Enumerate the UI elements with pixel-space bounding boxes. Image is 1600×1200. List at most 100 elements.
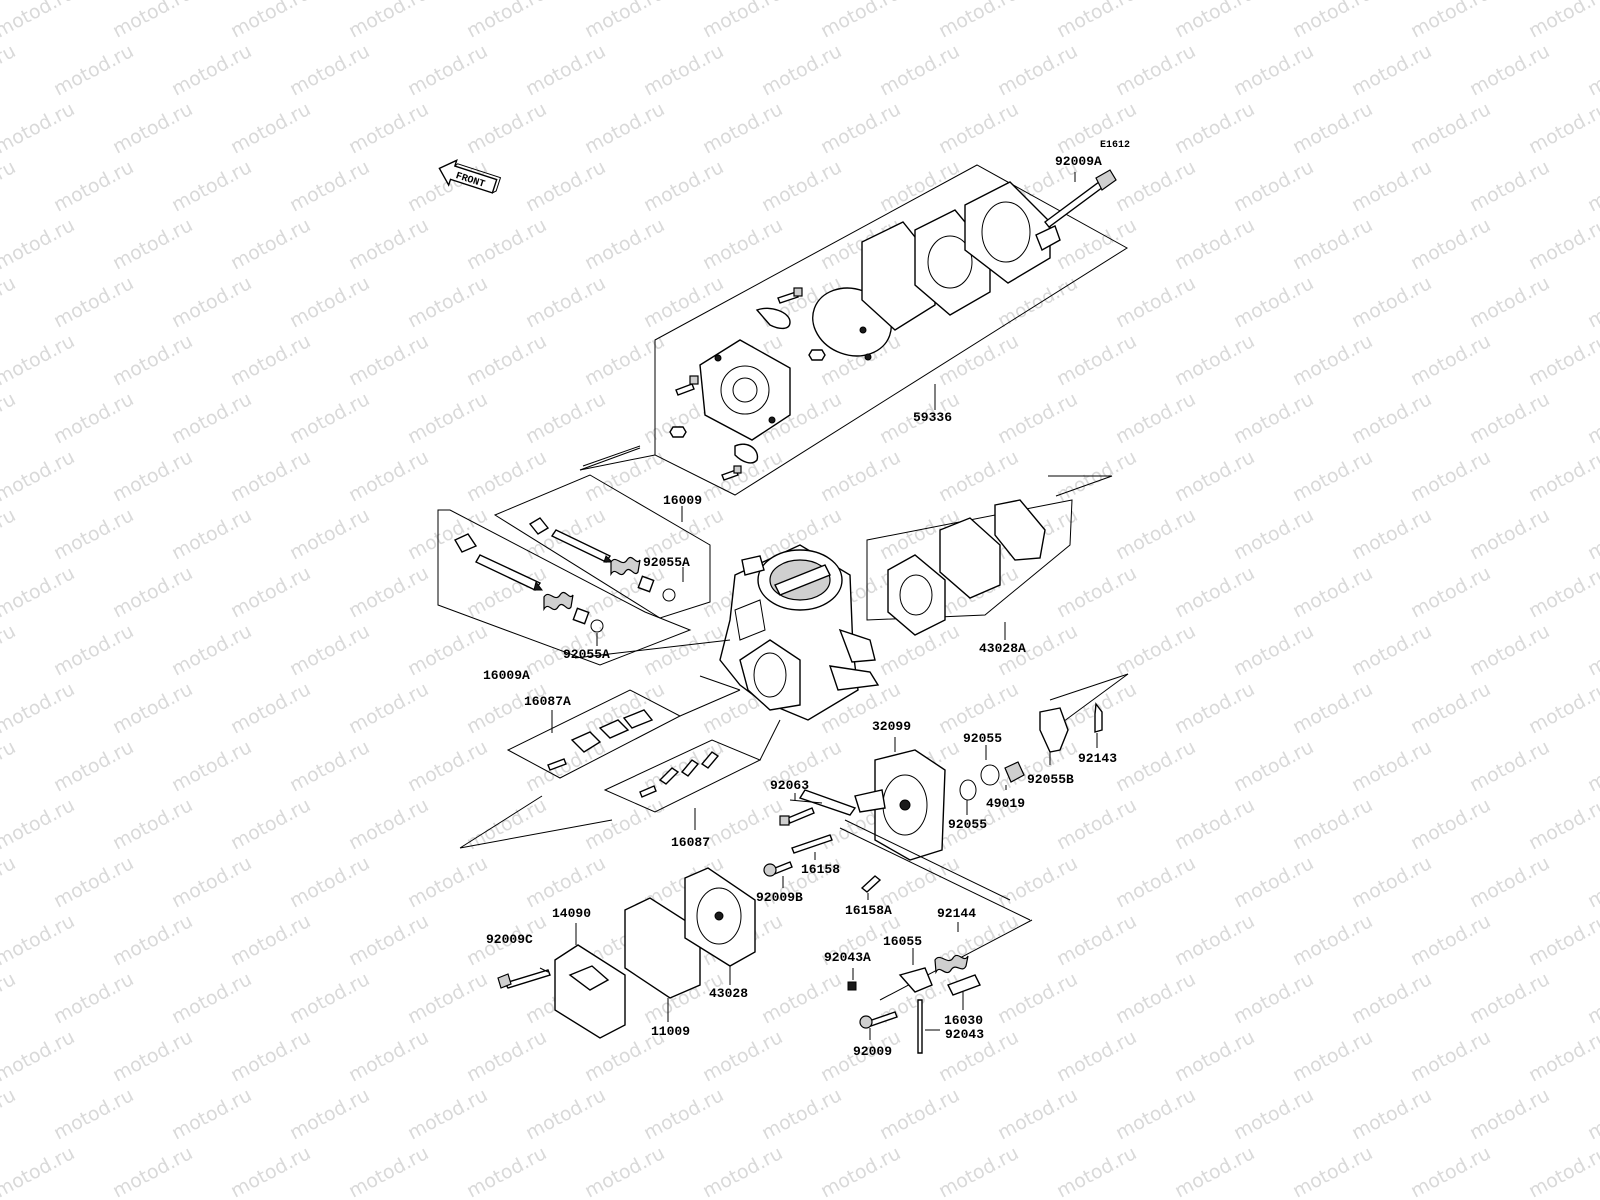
watermark-text: motod.ru (1525, 562, 1600, 622)
clip-92143 (1094, 702, 1103, 733)
watermark-text: motod.ru (1407, 910, 1494, 970)
watermark-text: motod.ru (1112, 852, 1199, 912)
watermark-text: motod.ru (1407, 1142, 1494, 1200)
watermark-text: motod.ru (404, 388, 491, 448)
watermark-text: motod.ru (935, 0, 1022, 42)
watermark-text: motod.ru (817, 1142, 904, 1200)
plate-16087A-3 (622, 709, 654, 729)
watermark-text: motod.ru (640, 156, 727, 216)
watermark-text: motod.ru (1466, 504, 1553, 564)
watermark-text: motod.ru (1466, 1084, 1553, 1144)
watermark-text: motod.ru (0, 620, 19, 680)
watermark-text: motod.ru (1466, 620, 1553, 680)
watermark-text: motod.ru (463, 214, 550, 274)
watermark-text: motod.ru (404, 852, 491, 912)
watermark-text: motod.ru (1053, 214, 1140, 274)
watermark-text: motod.ru (0, 562, 78, 622)
watermark-text: motod.ru (286, 40, 373, 100)
watermark-text: motod.ru (1289, 562, 1376, 622)
watermark-text: motod.ru (168, 852, 255, 912)
watermark-text: motod.ru (1171, 678, 1258, 738)
watermark-text: motod.ru (1407, 446, 1494, 506)
watermark-text: motod.ru (0, 910, 78, 970)
plate-16087A-2 (598, 719, 630, 739)
oring-92055A-top (662, 588, 676, 602)
watermark-text: motod.ru (286, 388, 373, 448)
arm-16055 (898, 967, 933, 993)
watermark-text: motod.ru (1230, 272, 1317, 332)
gasket-43028A-1 (887, 554, 946, 636)
plate-16087A-1 (570, 731, 602, 753)
watermark-text: motod.ru (699, 1142, 786, 1200)
oring-92055-upper (959, 779, 977, 801)
carburetor-body (719, 544, 880, 721)
fuel-pump-body (699, 339, 791, 441)
watermark-text: motod.ru (0, 98, 78, 158)
watermark-text: motod.ru (1407, 678, 1494, 738)
watermark-text: motod.ru (1525, 1026, 1600, 1086)
watermark-text: motod.ru (0, 678, 78, 738)
watermark-text: motod.ru (0, 272, 19, 332)
watermark-text: motod.ru (227, 794, 314, 854)
watermark-text: motod.ru (345, 910, 432, 970)
watermark-text: motod.ru (1171, 330, 1258, 390)
watermark-text: motod.ru (1407, 330, 1494, 390)
watermark-text: motod.ru (1525, 794, 1600, 854)
watermark-text: motod.ru (1466, 40, 1553, 100)
check-valve-32099 (798, 789, 857, 816)
watermark-text: motod.ru (168, 620, 255, 680)
watermark-text: motod.ru (876, 1084, 963, 1144)
pump-nut-upper (808, 349, 826, 361)
watermark-text: motod.ru (50, 852, 137, 912)
float-needle-group (1039, 673, 1129, 753)
screw-16158 (791, 834, 833, 854)
watermark-text: motod.ru (581, 1142, 668, 1200)
watermark-text: motod.ru (50, 736, 137, 796)
watermark-text: motod.ru (1584, 736, 1600, 796)
pump-screw-upper (777, 291, 799, 304)
watermark-text: motod.ru (1584, 968, 1600, 1028)
watermark-text: motod.ru (168, 1084, 255, 1144)
watermark-text: motod.ru (1348, 40, 1435, 100)
label-92055A-top: 92055A (643, 555, 690, 570)
adjust-cap-16009 (528, 517, 550, 535)
watermark-text: motod.ru (345, 214, 432, 274)
watermark-text: motod.ru (758, 968, 845, 1028)
watermark-text: motod.ru (109, 446, 196, 506)
watermark-text: motod.ru (345, 330, 432, 390)
watermark-text: motod.ru (1053, 0, 1140, 42)
watermark-text: motod.ru (50, 388, 137, 448)
watermark-text: motod.ru (1289, 446, 1376, 506)
watermark-text: motod.ru (1584, 40, 1600, 100)
watermark-text: motod.ru (50, 1084, 137, 1144)
watermark-text: motod.ru (1053, 910, 1140, 970)
watermark-text: motod.ru (1230, 1084, 1317, 1144)
watermark-text: motod.ru (1289, 330, 1376, 390)
label-92043A: 92043A (824, 950, 871, 965)
throttle-plate (774, 564, 831, 596)
watermark-text: motod.ru (758, 156, 845, 216)
watermark-text: motod.ru (0, 852, 19, 912)
watermark-text: motod.ru (227, 1026, 314, 1086)
watermark-text: motod.ru (0, 446, 78, 506)
watermark-text: motod.ru (1466, 156, 1553, 216)
watermark-text: motod.ru (1584, 388, 1600, 448)
watermark-text: motod.ru (1230, 736, 1317, 796)
watermark-text: motod.ru (286, 156, 373, 216)
watermark-text: motod.ru (1289, 98, 1376, 158)
watermark-text: motod.ru (1053, 1026, 1140, 1086)
watermark-text: motod.ru (1171, 562, 1258, 622)
watermark-text: motod.ru (1171, 0, 1258, 42)
watermark-text: motod.ru (286, 1084, 373, 1144)
float-arm-group (847, 919, 1033, 1054)
watermark-text: motod.ru (1348, 968, 1435, 1028)
watermark-text: motod.ru (1525, 678, 1600, 738)
oring-92055-upper-2 (980, 764, 1000, 786)
watermark-text: motod.ru (227, 98, 314, 158)
fuel-pump-leader-line (579, 454, 656, 471)
plug-49019 (1004, 761, 1025, 783)
spring-16009 (610, 556, 641, 577)
pump-cover (964, 181, 1051, 284)
watermark-text: motod.ru (286, 968, 373, 1028)
watermark-text: motod.ru (522, 272, 609, 332)
